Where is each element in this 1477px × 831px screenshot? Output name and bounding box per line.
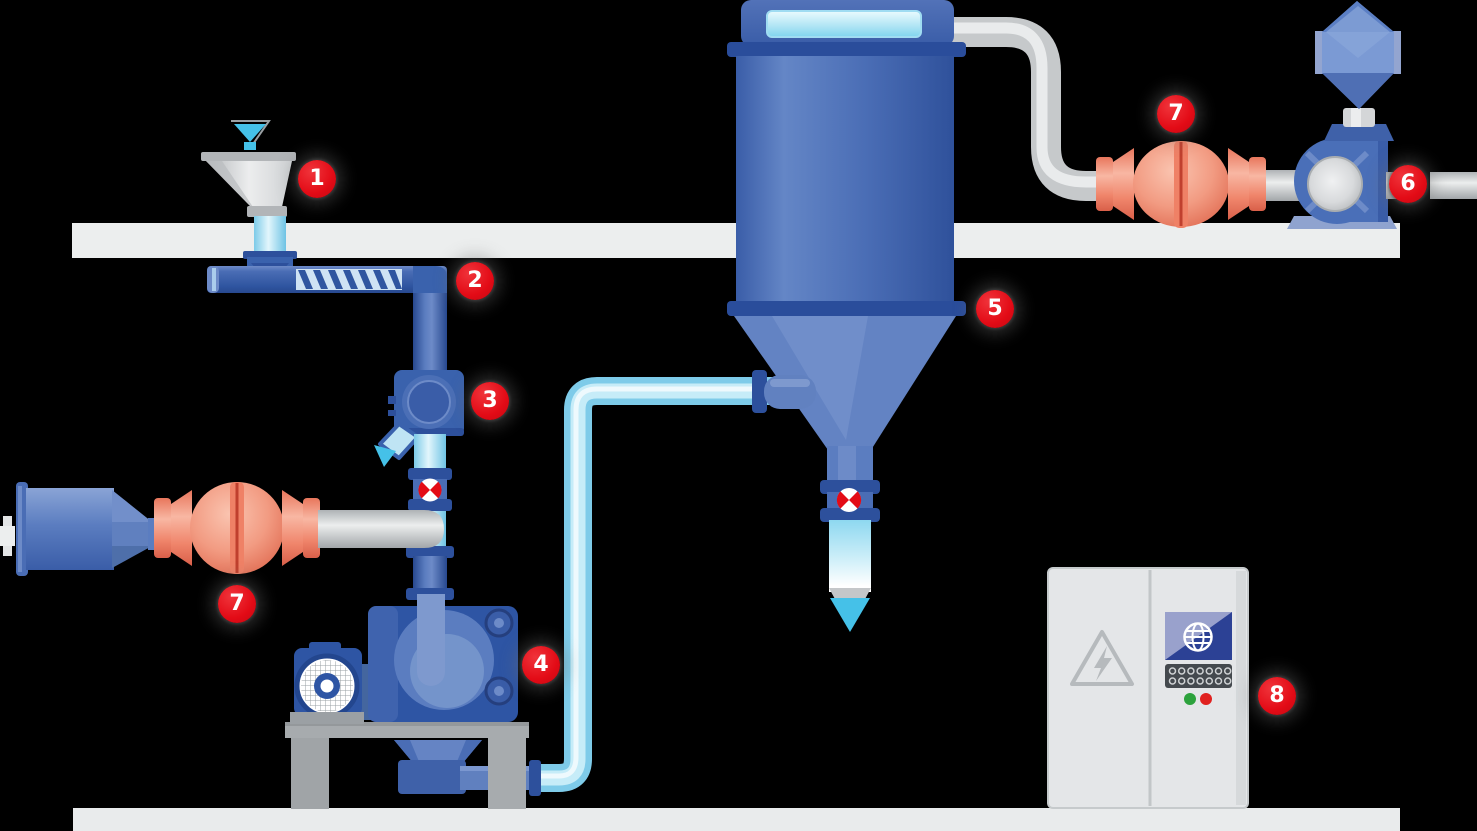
exhaust-outlet-pipe (1430, 172, 1477, 199)
screw-conveyor (207, 266, 447, 373)
suction-gray-pipe (318, 510, 444, 548)
suction-nozzle (0, 482, 166, 576)
pump-motor (290, 642, 364, 724)
compensator-left (154, 482, 320, 574)
compensator-top (1096, 141, 1324, 228)
globe-icon (1183, 622, 1213, 652)
blower-inlet (1307, 156, 1363, 212)
material-stream-icon (374, 445, 396, 467)
silo-discharge-tube (829, 520, 871, 592)
silencer (1315, 1, 1401, 109)
feed-hopper (201, 120, 297, 286)
receiver-silo (727, 0, 966, 632)
material-stream-icon (830, 598, 870, 632)
led-green (1184, 693, 1196, 705)
screw-flights-icon (298, 270, 402, 289)
hotspot-7-compensator-top[interactable]: 7 (1157, 95, 1195, 133)
hotspot-4-vacuum-pump[interactable]: 4 (522, 646, 560, 684)
exhaust-blower (1287, 1, 1477, 229)
hotspot-2-screw-conveyor[interactable]: 2 (456, 262, 494, 300)
hotspot-1-feed-hopper[interactable]: 1 (298, 160, 336, 198)
lower-floor (73, 808, 1400, 831)
material-stream-icon (234, 124, 266, 142)
high-voltage-icon (1070, 630, 1134, 686)
exhaust-pipe (948, 17, 1104, 201)
hmi-screen[interactable] (1165, 612, 1232, 660)
hotspot-8-control-cabinet[interactable]: 8 (1258, 677, 1296, 715)
conveying-pipe (540, 370, 816, 792)
vacuum-pump (285, 594, 541, 809)
silo-sight-glass (766, 10, 922, 38)
keypad[interactable] (1165, 664, 1232, 688)
control-cabinet (1047, 567, 1249, 809)
hotspot-6-exhaust-blower[interactable]: 6 (1389, 165, 1427, 203)
rotary-valve (374, 370, 464, 467)
hotspot-3-rotary-valve[interactable]: 3 (471, 382, 509, 420)
hotspot-7-compensator-left[interactable]: 7 (218, 585, 256, 623)
led-red (1200, 693, 1212, 705)
hotspot-5-receiver-silo[interactable]: 5 (976, 290, 1014, 328)
